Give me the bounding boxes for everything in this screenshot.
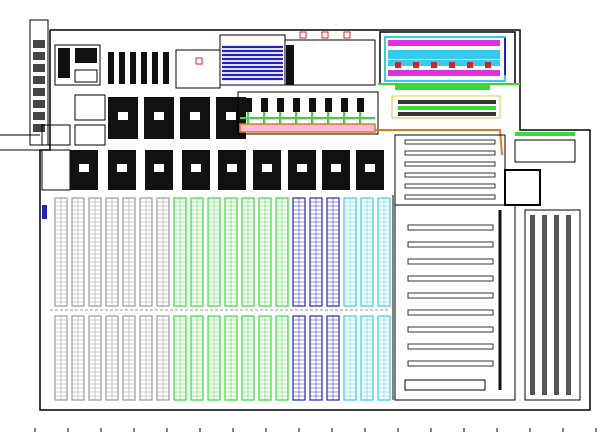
office-stair [286, 45, 294, 85]
lower-rack-row [407, 309, 494, 316]
room [41, 149, 71, 191]
dock-area [404, 379, 486, 391]
top-rack-bar [163, 52, 169, 84]
block-label-box [297, 164, 307, 172]
rack-row [388, 60, 500, 66]
picking-zone-1 [391, 95, 501, 119]
office-strip [29, 19, 49, 146]
orange-band [239, 123, 376, 133]
blue-marker [42, 205, 47, 219]
office-room [33, 64, 45, 72]
rack-row [388, 70, 500, 76]
marker [299, 31, 307, 39]
dark-rack-zone [524, 209, 581, 401]
building-structure [0, 19, 591, 411]
office-room [33, 88, 45, 96]
rack-row [388, 54, 500, 59]
office-room [33, 124, 45, 132]
pick-area [237, 91, 379, 135]
office-room [33, 112, 45, 120]
block-label-box [191, 164, 201, 172]
dark-rack-column [566, 215, 571, 395]
rack-row [398, 106, 496, 110]
block-label-box [154, 112, 164, 120]
rack-row [398, 100, 496, 104]
right-rack-row [404, 139, 496, 145]
room [41, 124, 71, 146]
marker [413, 62, 419, 68]
rack-grid [42, 195, 394, 401]
block-label-box [79, 164, 89, 172]
room-fill [58, 48, 70, 78]
office-area [284, 39, 376, 86]
office-room [33, 40, 45, 48]
right-rack-row [404, 194, 496, 200]
marker [485, 62, 491, 68]
lower-rack-row [407, 241, 494, 248]
lower-rack-row [407, 258, 494, 265]
block-label-box [227, 164, 237, 172]
marker [449, 62, 455, 68]
pick-station [245, 98, 252, 112]
top-rack-bar [152, 52, 158, 84]
pick-station [325, 98, 332, 112]
marker [321, 31, 329, 39]
office-room [33, 76, 45, 84]
pick-station [309, 98, 316, 112]
green-strip [515, 132, 575, 136]
room [74, 124, 106, 146]
rack-row [388, 50, 500, 56]
block-label-box [154, 164, 164, 172]
pick-station [293, 98, 300, 112]
block-label-box [226, 112, 236, 120]
top-rack-bar [130, 52, 136, 84]
lower-rack-row [407, 360, 494, 367]
room [74, 94, 106, 121]
block-label-box [117, 164, 127, 172]
lower-rack-row [407, 275, 494, 282]
right-rack-row [404, 150, 496, 156]
right-rack-row [404, 172, 496, 178]
bulk-area [175, 49, 221, 89]
office-box [514, 139, 576, 163]
lower-rack-row [407, 343, 494, 350]
lower-rack-row [407, 326, 494, 333]
marker [467, 62, 473, 68]
dark-rack-column [554, 215, 559, 395]
green-strip [395, 85, 490, 90]
lower-right-zone [394, 204, 516, 401]
dark-rack-column [530, 215, 535, 395]
office-room [33, 52, 45, 60]
right-rack-row [404, 161, 496, 167]
office-room [33, 100, 45, 108]
bottom-scale-ticks [34, 428, 597, 432]
pick-station [261, 98, 268, 112]
sorter-box [504, 169, 541, 206]
block-label-box [365, 164, 375, 172]
lower-rack-row [407, 224, 494, 231]
room [74, 69, 98, 83]
marker [343, 31, 351, 39]
block-label-box [118, 112, 128, 120]
room [54, 44, 101, 86]
rack-row [388, 40, 500, 46]
room-fill [75, 48, 97, 63]
dark-rack-column [542, 215, 547, 395]
pick-station [277, 98, 284, 112]
top-rack-bar [108, 52, 114, 84]
marker [195, 57, 203, 65]
top-rack-bar [119, 52, 125, 84]
top-rack-bar [141, 52, 147, 84]
marker [395, 62, 401, 68]
block-label-box [190, 112, 200, 120]
block-label-box [262, 164, 272, 172]
pick-station [341, 98, 348, 112]
lower-rack-row [407, 292, 494, 299]
rack-row [398, 112, 496, 116]
block-label-box [331, 164, 341, 172]
pick-station [357, 98, 364, 112]
orange-conveyor [375, 129, 503, 156]
right-rack-row [404, 183, 496, 189]
marker [431, 62, 437, 68]
